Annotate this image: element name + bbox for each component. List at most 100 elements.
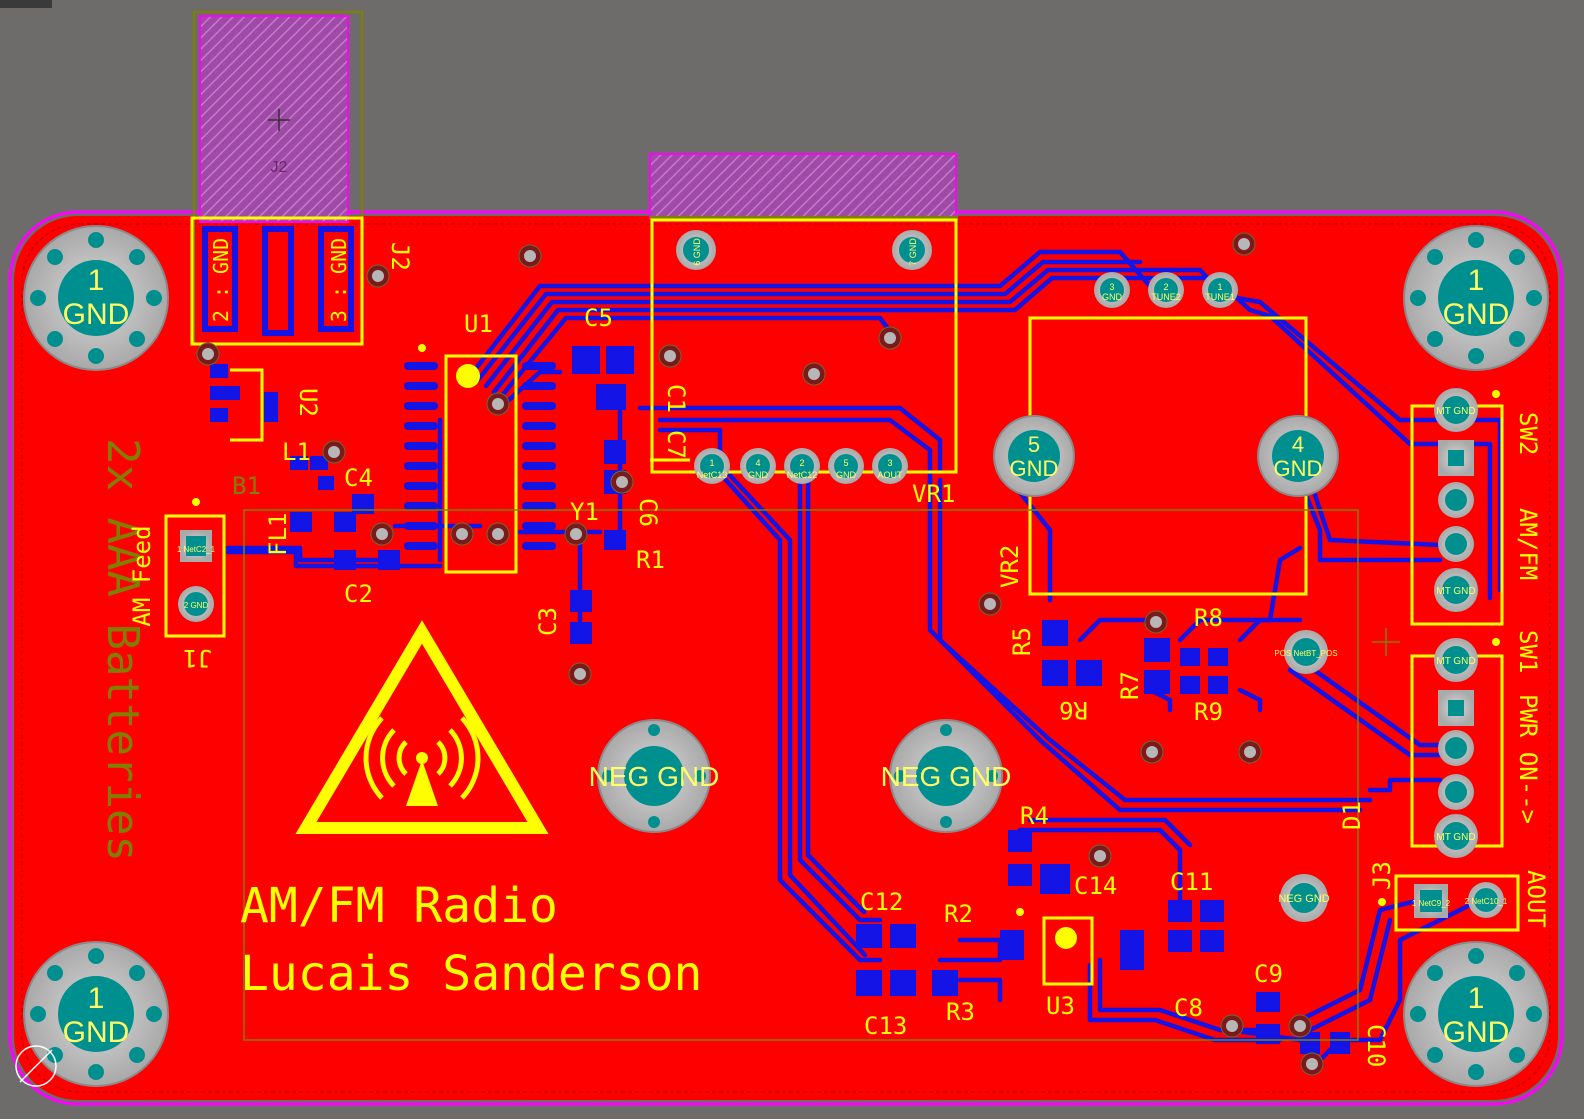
small-neg-pad[interactable]: NEG GND [1278, 874, 1330, 922]
r9-label: R9 [1194, 698, 1223, 726]
c3-label: C3 [534, 607, 562, 636]
j3-pad2-label: 2 NetC10_1 [1465, 897, 1508, 906]
y1-label: Y1 [570, 498, 599, 526]
c2-label: C2 [344, 580, 373, 608]
pad-num: 3 [1109, 282, 1114, 292]
pos-label: POS NetBT_POS [1274, 649, 1337, 658]
mounting-hole-num: 1 [88, 982, 105, 1015]
c8-label: C8 [1174, 994, 1203, 1022]
sw1-pads[interactable]: MT GND MT GND [1434, 638, 1478, 858]
fl1-label: FL1 [264, 513, 292, 556]
sw2-label: SW2 [1514, 412, 1542, 455]
pad-num: 5 [843, 458, 848, 468]
sw2-pads[interactable]: MT GND MT GND [1434, 388, 1478, 612]
designators: U1 C5 C4 L1 B1 C2 Y1 R1 VR1 R8 R9 R4 C14… [128, 304, 1550, 1067]
battery-label: 2x AAA Batteries [97, 438, 148, 862]
c13-label: C13 [864, 1012, 907, 1040]
u1-label: U1 [464, 310, 493, 338]
c7-label: C7 [662, 430, 690, 459]
u3-pin1-marker [1055, 927, 1077, 949]
sw1-desc-label: PWR ON--> [1514, 694, 1542, 824]
r3-label: R3 [946, 998, 975, 1026]
j1-desc-label: AM Feed [128, 525, 156, 626]
j1-pads[interactable]: 1 NetC2_1 2 GND [177, 530, 216, 622]
smd-pads-bottom [210, 346, 1350, 1054]
neg-small-label: NEG GND [1278, 893, 1329, 905]
board-title: AM/FM Radio [240, 878, 558, 934]
vr2-pad-5[interactable]: 5 GND [993, 415, 1075, 497]
neg-label: NEG GND [589, 761, 720, 792]
c11-label: C11 [1170, 868, 1213, 896]
j3-pad1-label: 1 NetC9_2 [1412, 899, 1451, 908]
pad-net: GND [1010, 456, 1059, 481]
toolbar-strip [0, 0, 52, 8]
pad-net: TUNE1 [1205, 292, 1235, 302]
tune-pads[interactable]: 3 GND 2 TUNE2 1 TUNE1 [1094, 272, 1238, 308]
sw2-desc-label: AM/FM [1514, 508, 1542, 580]
board-inner-outline [21, 223, 1551, 1093]
j1-pad1-label: 1 NetC2_1 [177, 545, 216, 554]
c10-label: C10 [1362, 1024, 1390, 1067]
j2-footprint[interactable]: 2 : GND 3 : GND J2 [190, 216, 414, 346]
tune-pad: 3 GND [1094, 272, 1130, 308]
pad-num: 2 [1163, 282, 1168, 292]
vr1-pads[interactable]: 6 GND 7 GND 1 NetC13 4 GND 2 NetC12 5 GN… [676, 230, 932, 484]
vr1-row-pad[interactable]: 4 GND [740, 448, 776, 484]
pad-net: GND [836, 470, 857, 480]
vr1-pad7-label: 7 GND [908, 238, 918, 266]
r7-label: R7 [1116, 671, 1144, 700]
c12-label: C12 [860, 888, 903, 916]
vr2-pad-4[interactable]: 4 GND [1257, 415, 1339, 497]
mounting-hole-tl[interactable]: 1 GND [23, 225, 169, 371]
rf-warning-icon [295, 620, 549, 834]
j2-keepout [199, 15, 349, 223]
r6-label: R6 [1059, 696, 1088, 724]
tune-pad: 2 TUNE2 [1148, 272, 1184, 308]
vr1-row-pad[interactable]: 5 GND [828, 448, 864, 484]
sw-mt-label: MT GND [1436, 406, 1475, 417]
c14-label: C14 [1074, 872, 1117, 900]
vr1-pad6-label: 6 GND [692, 238, 702, 266]
j3-pads[interactable]: 1 NetC9_2 2 NetC10_1 [1412, 882, 1508, 918]
r2-label: R2 [944, 900, 973, 928]
pad-net: GND [748, 470, 769, 480]
battery-neg-pad-2[interactable]: NEG GND [881, 719, 1012, 833]
vr1-row-pad[interactable]: 2 NetC12 [784, 448, 820, 484]
vr1-label: VR1 [912, 480, 955, 508]
mounting-hole-bl[interactable]: 1 GND [23, 941, 169, 1087]
mounting-hole-br[interactable]: 1 GND [1403, 941, 1549, 1087]
vr1-row-pad[interactable]: 3 AOUT [872, 448, 908, 484]
j2-pad3-label: 3 : GND [327, 238, 351, 322]
pad-num: 1 [1217, 282, 1222, 292]
vr1-row-pad[interactable]: 1 NetC13 [694, 448, 730, 484]
board-author: Lucais Sanderson [240, 946, 702, 1002]
vr1-keepout [649, 153, 957, 219]
mounting-hole-net: GND [63, 298, 130, 331]
vias [196, 232, 1324, 1076]
mounting-hole-net: GND [63, 1016, 130, 1049]
pad-num: 4 [755, 458, 760, 468]
pad-net: GND [1274, 456, 1323, 481]
pad-num: 1 [709, 458, 714, 468]
j2-pad2-label: 2 : GND [209, 238, 233, 322]
u3-label: U3 [1046, 992, 1075, 1020]
mounting-hole-num: 1 [1468, 264, 1485, 297]
origin-marker-icon [15, 1045, 57, 1087]
mounting-hole-tr[interactable]: 1 GND [1403, 225, 1549, 371]
pad-net: GND [1102, 292, 1123, 302]
c5-label: C5 [584, 304, 613, 332]
b1-label: B1 [232, 472, 261, 500]
j1-label: J1 [183, 644, 212, 672]
pad-net: AOUT [877, 470, 903, 480]
c1-label: C1 [662, 384, 690, 413]
battery-neg-pad-1[interactable]: NEG GND [589, 719, 720, 833]
sw1-label: SW1 [1514, 630, 1542, 673]
pad-num: 3 [887, 458, 892, 468]
pos-pad[interactable]: POS NetBT_POS [1274, 630, 1338, 674]
u1-pin1-marker [456, 364, 480, 388]
courtyard-outline [243, 509, 1359, 1041]
copper-pour [14, 216, 1558, 1100]
d1-label: D1 [1338, 801, 1366, 830]
sw-mt-label: MT GND [1436, 586, 1475, 597]
